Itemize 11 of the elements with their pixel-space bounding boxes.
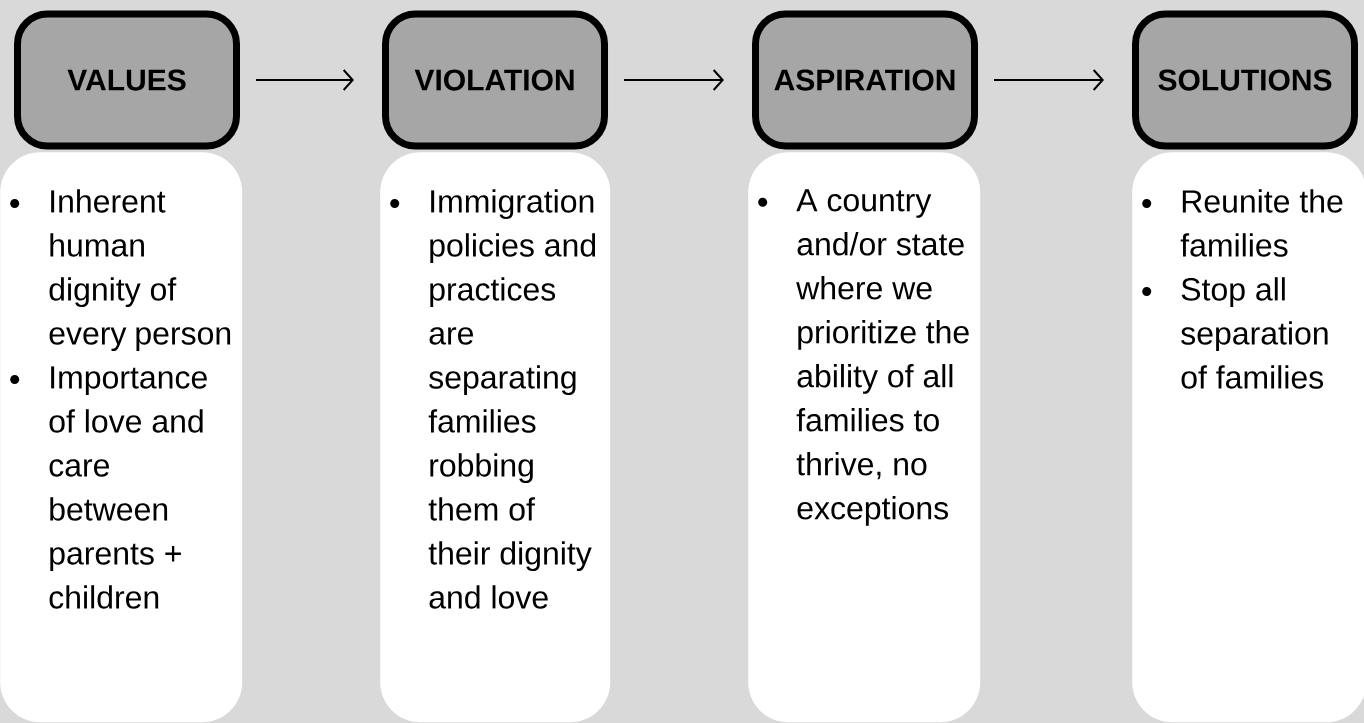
stage-box: VALUES bbox=[14, 10, 240, 150]
bullet-card: Inherent human dignity of every person Importance of love and care between parents + children bbox=[0, 152, 243, 723]
stage-box: ASPIRATION bbox=[752, 10, 978, 150]
arrow bbox=[623, 69, 724, 91]
arrow bbox=[993, 69, 1104, 91]
stage-box: SOLUTIONS bbox=[1132, 10, 1358, 150]
stage-box: VIOLATION bbox=[382, 10, 608, 150]
arrow bbox=[255, 69, 354, 91]
bullet-card: Reunite the families Stop all separation of families bbox=[1132, 152, 1364, 723]
bullet-card: Immigration policies and practices are separating families robbing them of their dignity and love bbox=[380, 152, 611, 723]
bullet-card: A country and/or state where we prioritize the ability of all families to thrive, no exceptions bbox=[748, 152, 981, 723]
